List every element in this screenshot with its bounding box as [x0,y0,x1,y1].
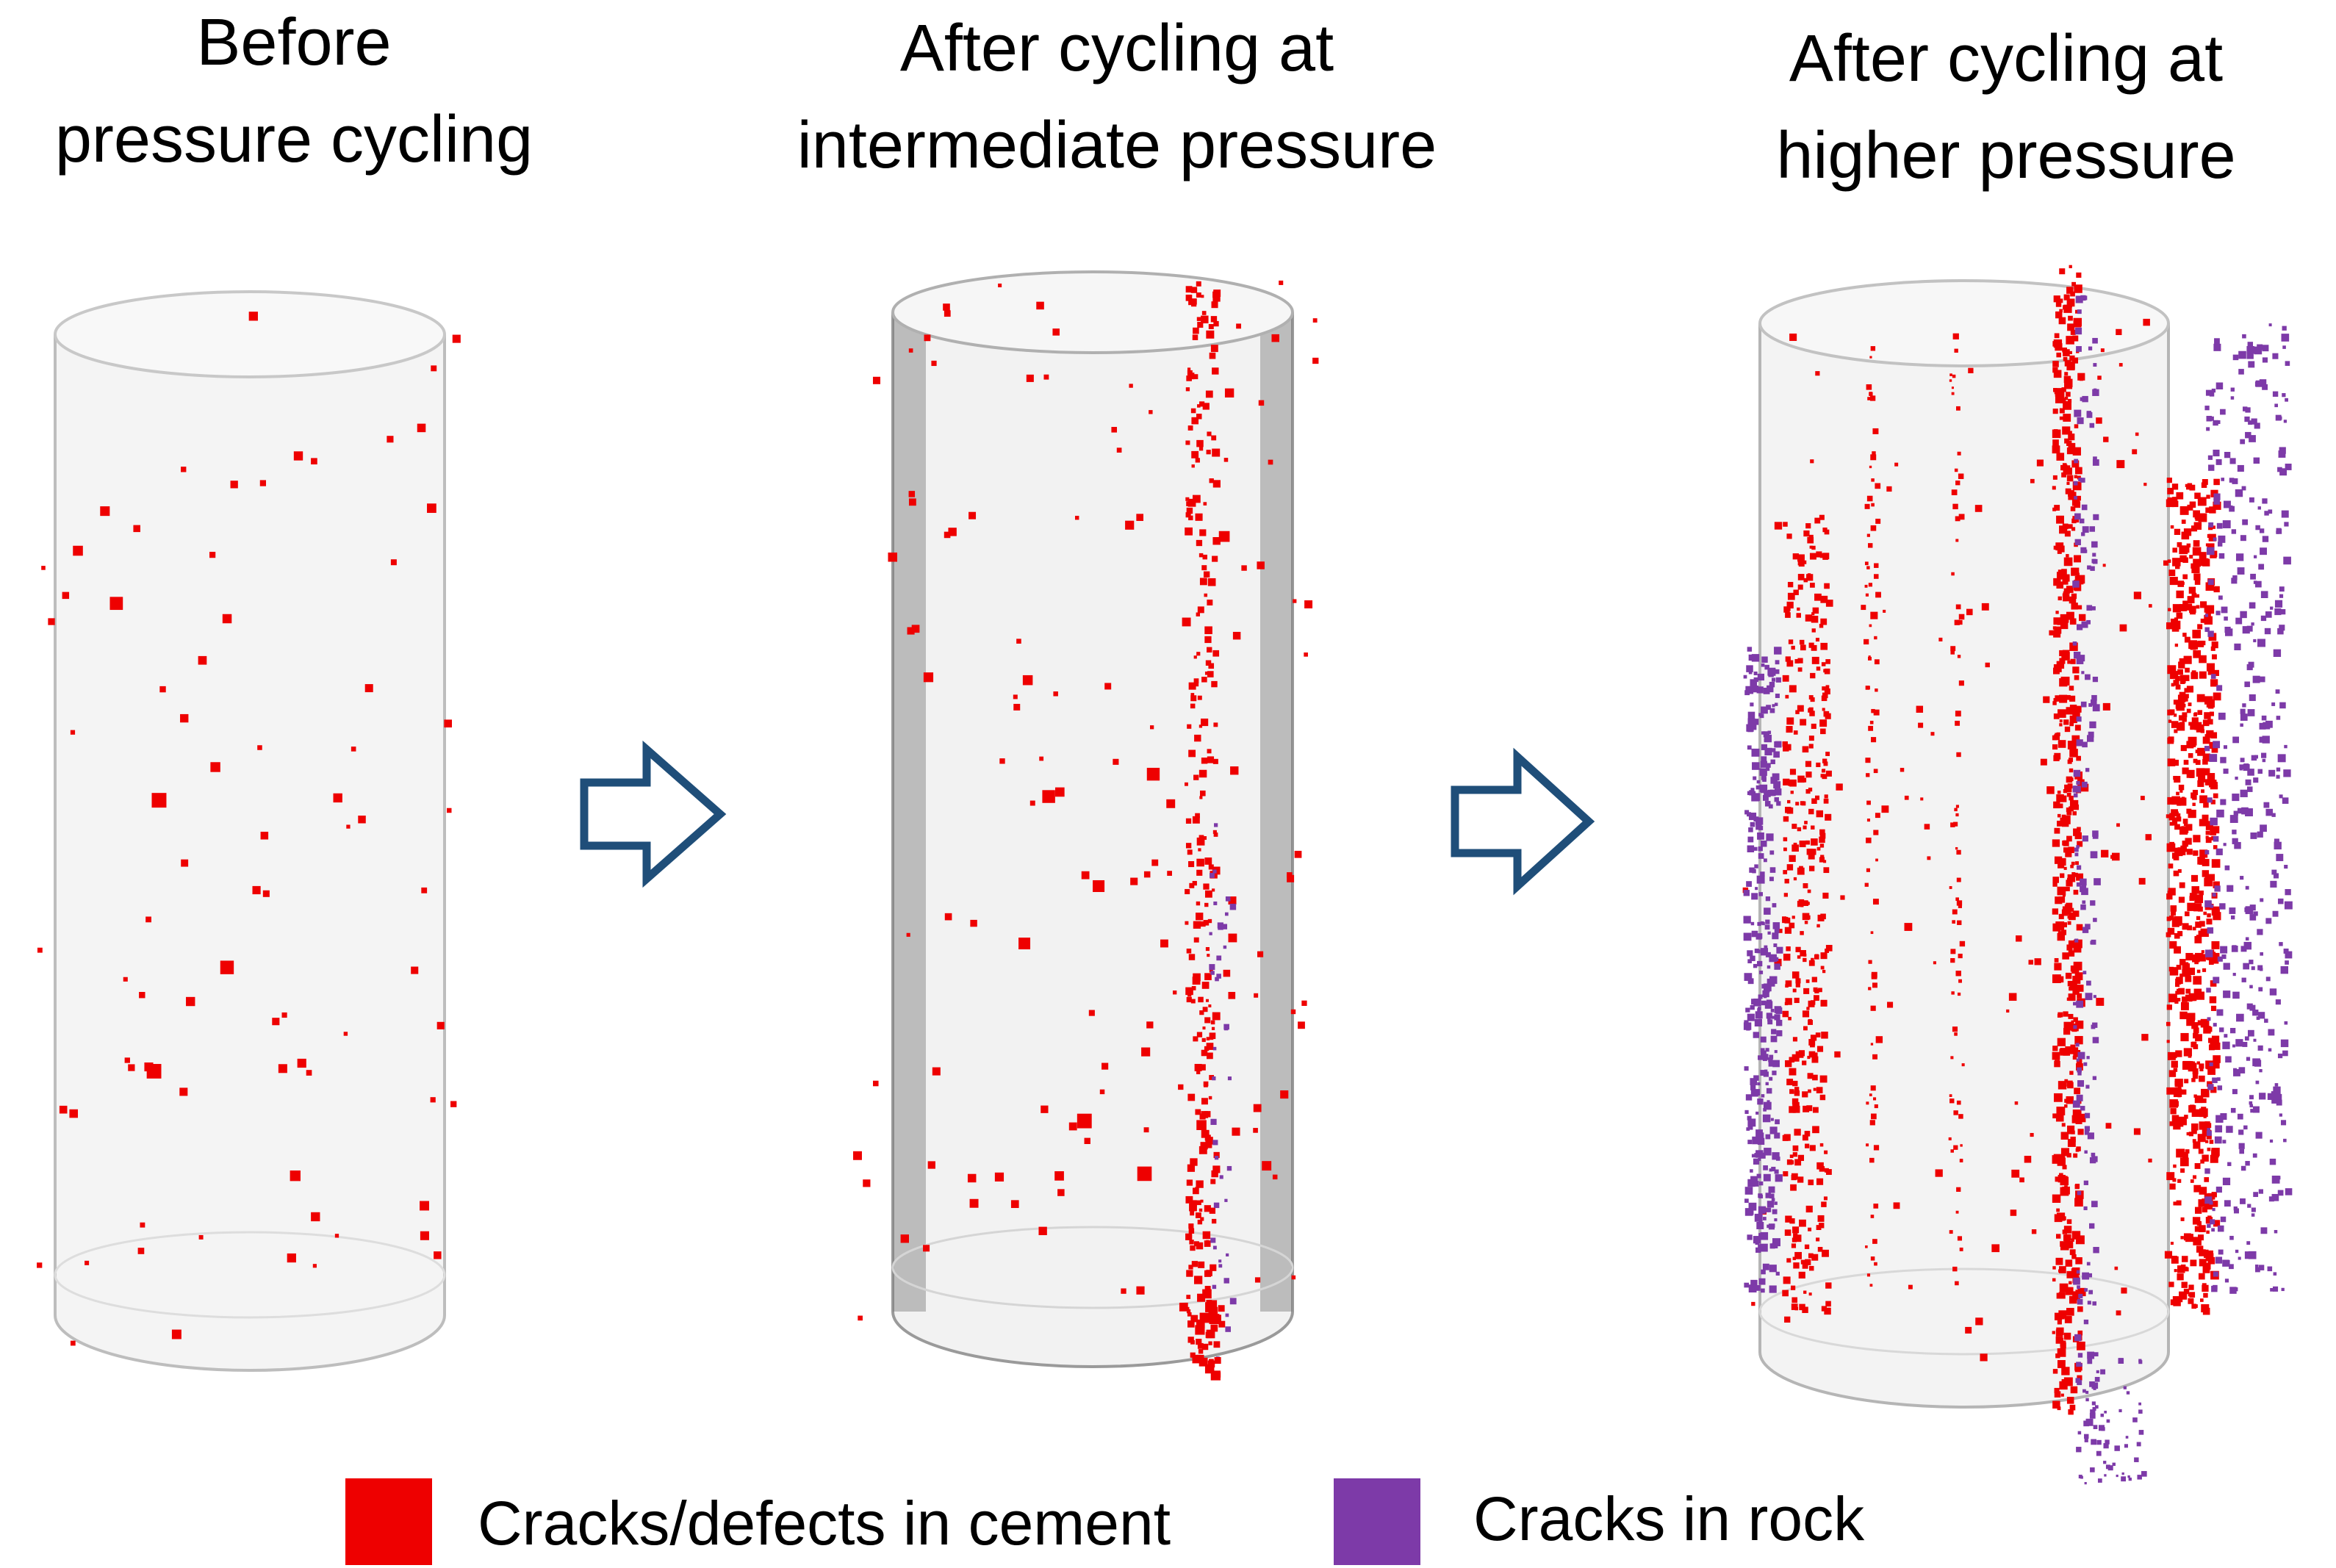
title-before: Before pressure cycling [29,0,558,188]
defects-before [37,312,461,1346]
title-intermediate-line2: intermediate pressure [797,109,1437,182]
title-higher-line2: higher pressure [1776,119,2236,193]
legend-swatch-rock [1334,1478,1420,1565]
title-intermediate: After cycling at intermediate pressure [727,0,1506,194]
defects-higher [1742,265,2293,1485]
title-before-line1: Before [196,6,392,79]
arrow-right-icon [580,740,727,888]
legend-label-cement: Cracks/defects in cement [478,1489,1171,1558]
title-intermediate-line1: After cycling at [899,12,1334,85]
title-higher-line1: After cycling at [1789,22,2224,96]
title-before-line2: pressure cycling [54,103,533,176]
cylinder-intermediate [853,270,1319,1381]
legend-label-rock: Cracks in rock [1473,1484,1865,1553]
legend-swatch-cement [345,1478,432,1565]
title-higher: After cycling at higher pressure [1712,10,2300,204]
cylinder-before [37,290,461,1372]
cylinder-higher [1742,265,2293,1485]
arrow-right-icon [1451,747,1595,896]
defects-intermediate [853,280,1319,1381]
